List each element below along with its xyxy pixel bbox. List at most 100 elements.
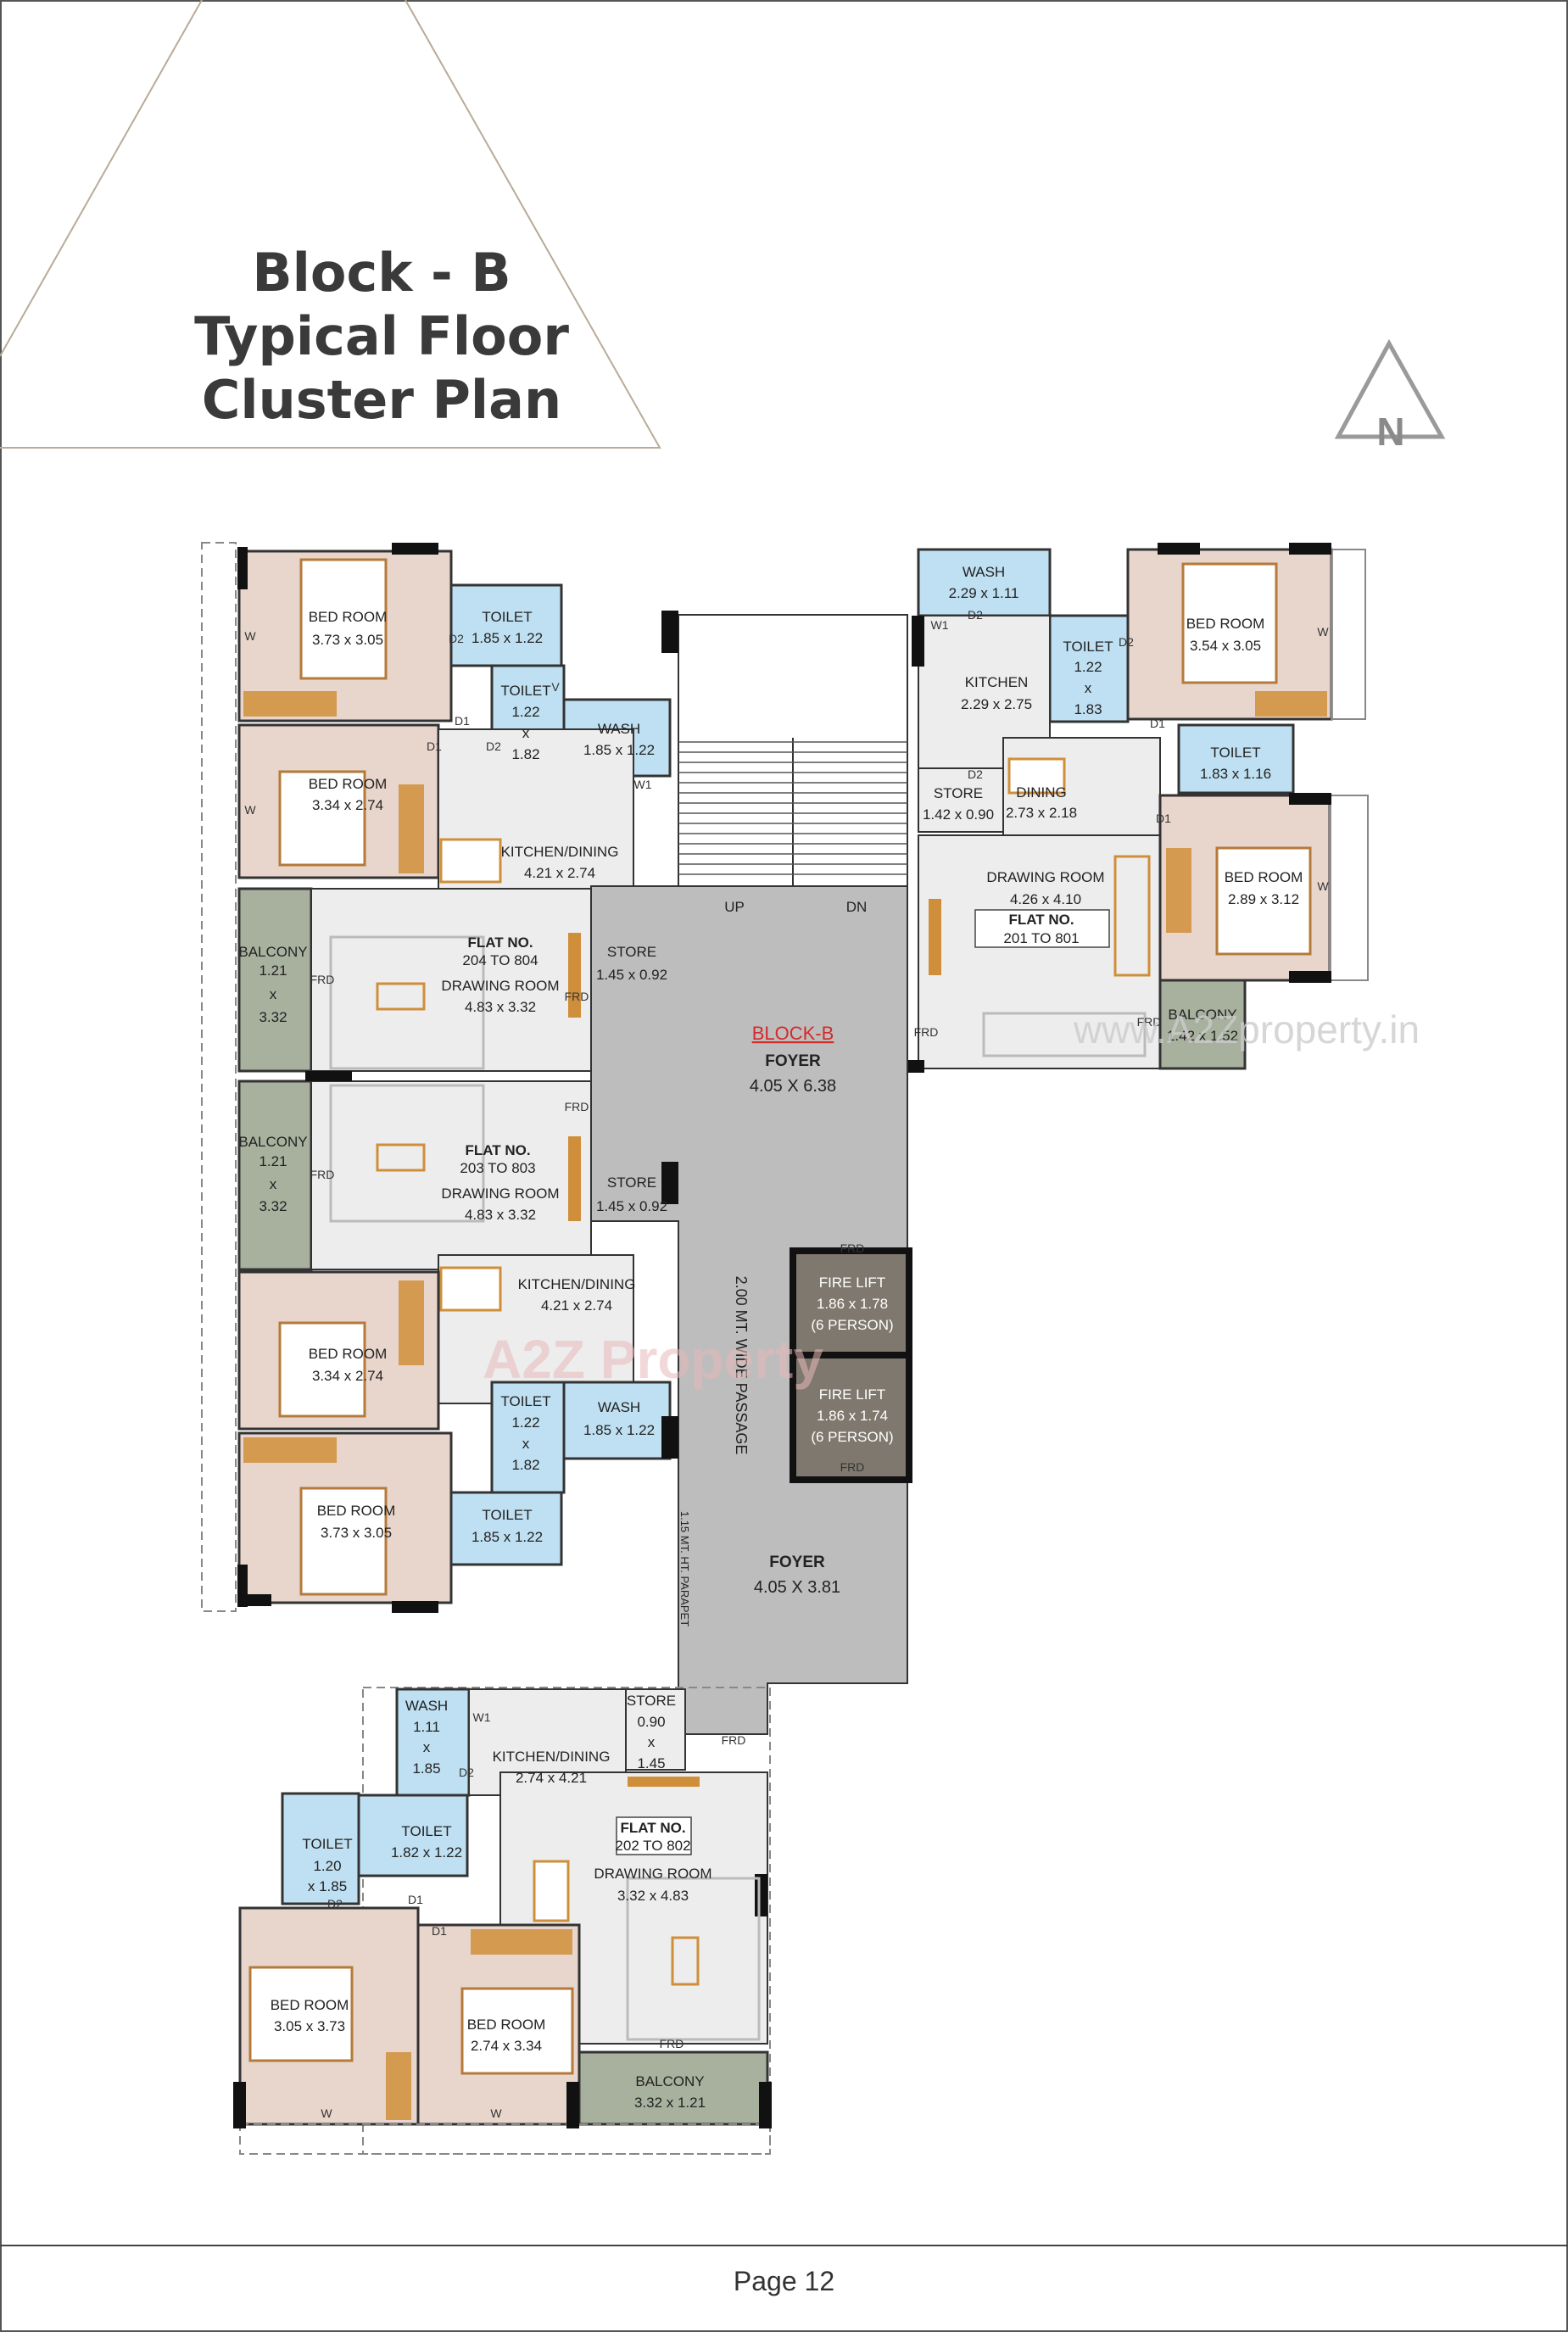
dim-804-balcony-x: x bbox=[270, 986, 277, 1002]
label-passage: 2.00 MT. WIDE PASSAGE bbox=[733, 1276, 750, 1455]
wash-801 bbox=[917, 548, 1052, 617]
label-802-bed1: BED ROOM bbox=[271, 1997, 349, 2013]
dim-803-drawing: 4.83 x 3.32 bbox=[465, 1207, 536, 1223]
mark-w-802: W bbox=[321, 2106, 332, 2120]
dim-802-store-a: 0.90 bbox=[637, 1714, 665, 1730]
dim-803-toilet1: 1.85 x 1.22 bbox=[472, 1529, 543, 1545]
dim-801-toilet1-a: 1.22 bbox=[1074, 659, 1102, 675]
toilet-802-2 bbox=[357, 1794, 469, 1877]
dim-803-toilet2-b: 1.82 bbox=[511, 1457, 539, 1473]
mark-w1-801: W1 bbox=[931, 618, 949, 632]
label-802-wash: WASH bbox=[405, 1698, 448, 1714]
toilet-802-1 bbox=[281, 1792, 360, 1905]
label-foyer1: FOYER bbox=[765, 1052, 821, 1070]
label-802-toilet1: TOILET bbox=[302, 1836, 352, 1852]
dim-801-bed2: 2.89 x 3.12 bbox=[1228, 891, 1299, 907]
label-block: BLOCK-B bbox=[752, 1023, 834, 1044]
label-804-bed1: BED ROOM bbox=[309, 609, 388, 625]
toilet-803-2 bbox=[490, 1381, 566, 1494]
label-802-toilet2: TOILET bbox=[401, 1823, 451, 1839]
dim-801-toilet1-b: 1.83 bbox=[1074, 701, 1102, 717]
mark-d2-802b: D2 bbox=[327, 1897, 343, 1911]
label-804-kitchen: KITCHEN/DINING bbox=[501, 844, 619, 860]
dim-802-toilet1-b: x 1.85 bbox=[308, 1878, 347, 1894]
dim-803-toilet2-a: 1.22 bbox=[511, 1414, 539, 1431]
dim-804-drawing: 4.83 x 3.32 bbox=[465, 999, 536, 1015]
cap-lift1: (6 PERSON) bbox=[811, 1317, 893, 1333]
label-up: UP bbox=[724, 899, 745, 915]
mark-d2-801c: D2 bbox=[968, 767, 983, 781]
dim-804-toilet2-a: 1.22 bbox=[511, 704, 539, 720]
label-801-flatno: FLAT NO. bbox=[1008, 912, 1074, 928]
label-801-toilet1: TOILET bbox=[1063, 639, 1113, 655]
label-803-drawing: DRAWING ROOM bbox=[441, 1186, 559, 1202]
mark-w-801b: W bbox=[1317, 879, 1329, 893]
balcony-804 bbox=[237, 887, 313, 1073]
label-801-toilet2: TOILET bbox=[1210, 745, 1260, 761]
dim-804-kitchen: 4.21 x 2.74 bbox=[524, 865, 595, 881]
label-803-bed1: BED ROOM bbox=[317, 1503, 396, 1519]
kitchen-801 bbox=[918, 615, 1051, 769]
dim-804-bed1: 3.73 x 3.05 bbox=[312, 632, 383, 648]
label-802-kitchen: KITCHEN/DINING bbox=[493, 1749, 611, 1765]
watermark-url: www.A2Zproperty.in bbox=[1073, 1007, 1420, 1052]
dim-801-bed1: 3.54 x 3.05 bbox=[1190, 638, 1261, 654]
balcony-802 bbox=[578, 2050, 769, 2126]
dim-804-toilet2-b: 1.82 bbox=[511, 746, 539, 762]
mark-w1-802: W1 bbox=[473, 1710, 491, 1724]
label-801-kitchen: KITCHEN bbox=[965, 674, 1029, 690]
title-line-3: Cluster Plan bbox=[201, 369, 562, 431]
north-arrow-icon bbox=[1334, 338, 1446, 439]
mark-d2-802: D2 bbox=[459, 1766, 474, 1779]
wash-803 bbox=[562, 1381, 672, 1460]
label-801-balcony: BALCONY bbox=[1168, 1007, 1236, 1023]
label-801-drawing: DRAWING ROOM bbox=[986, 869, 1104, 885]
dim-803-kitchen: 4.21 x 2.74 bbox=[541, 1297, 612, 1314]
mark-d1-b: D1 bbox=[427, 739, 442, 753]
foyer-area bbox=[590, 885, 908, 1735]
dim-804-balcony-a: 1.21 bbox=[259, 962, 287, 979]
dim-803-bed2: 3.34 x 2.74 bbox=[312, 1368, 383, 1384]
dim-802-bed2: 2.74 x 3.34 bbox=[471, 2038, 542, 2054]
dim-803-wash: 1.85 x 1.22 bbox=[583, 1422, 655, 1438]
title-triangle-right bbox=[0, 0, 661, 449]
dim-804-balcony-b: 3.32 bbox=[259, 1009, 287, 1025]
dim-802-toilet2: 1.82 x 1.22 bbox=[391, 1844, 462, 1861]
mark-frd-b: FRD bbox=[565, 990, 589, 1003]
label-802-flatno: FLAT NO. bbox=[620, 1820, 685, 1836]
label-802-store: STORE bbox=[627, 1693, 676, 1709]
drawing-804 bbox=[310, 888, 592, 1072]
label-801-dining: DINING bbox=[1016, 784, 1067, 801]
dim-801-dining: 2.73 x 2.18 bbox=[1006, 805, 1077, 821]
dim-804-store: 1.45 x 0.92 bbox=[596, 967, 667, 983]
dim-802-toilet1-a: 1.20 bbox=[313, 1858, 341, 1874]
dim-804-toilet2-x: x bbox=[522, 725, 530, 741]
mark-d2-801: D2 bbox=[968, 608, 983, 622]
dim-801-kitchen: 2.29 x 2.75 bbox=[961, 696, 1032, 712]
toilet-804-1 bbox=[449, 583, 563, 667]
bottom-wing bbox=[233, 1687, 772, 2155]
label-802-range: 202 TO 802 bbox=[615, 1838, 690, 1854]
dim-802-bed1: 3.05 x 3.73 bbox=[274, 2018, 345, 2034]
toilet-801-2 bbox=[1177, 723, 1295, 795]
label-lift1: FIRE LIFT bbox=[819, 1275, 885, 1291]
label-803-toilet2: TOILET bbox=[500, 1393, 550, 1409]
title-line-2: Typical Floor bbox=[194, 305, 569, 367]
mark-frd-801b: FRD bbox=[1137, 1015, 1162, 1029]
label-804-wash: WASH bbox=[598, 721, 640, 737]
label-dn: DN bbox=[846, 899, 868, 915]
dim-801-drawing: 4.26 x 4.10 bbox=[1010, 891, 1081, 907]
balcony-801 bbox=[1158, 979, 1247, 1070]
mark-d2-801b: D2 bbox=[1119, 635, 1134, 649]
mark-frd: FRD bbox=[310, 973, 335, 986]
label-803-kitchen: KITCHEN/DINING bbox=[518, 1276, 636, 1292]
dim-804-toilet1: 1.85 x 1.22 bbox=[472, 630, 543, 646]
dim-802-drawing: 3.32 x 4.83 bbox=[617, 1888, 689, 1904]
dim-801-store: 1.42 x 0.90 bbox=[923, 806, 994, 823]
label-803-store: STORE bbox=[607, 1174, 656, 1191]
dim-804-wash: 1.85 x 1.22 bbox=[583, 742, 655, 758]
dim-lift1: 1.86 x 1.78 bbox=[817, 1296, 888, 1312]
wash-802 bbox=[395, 1688, 471, 1797]
title-line-1: Block - B bbox=[252, 242, 511, 304]
